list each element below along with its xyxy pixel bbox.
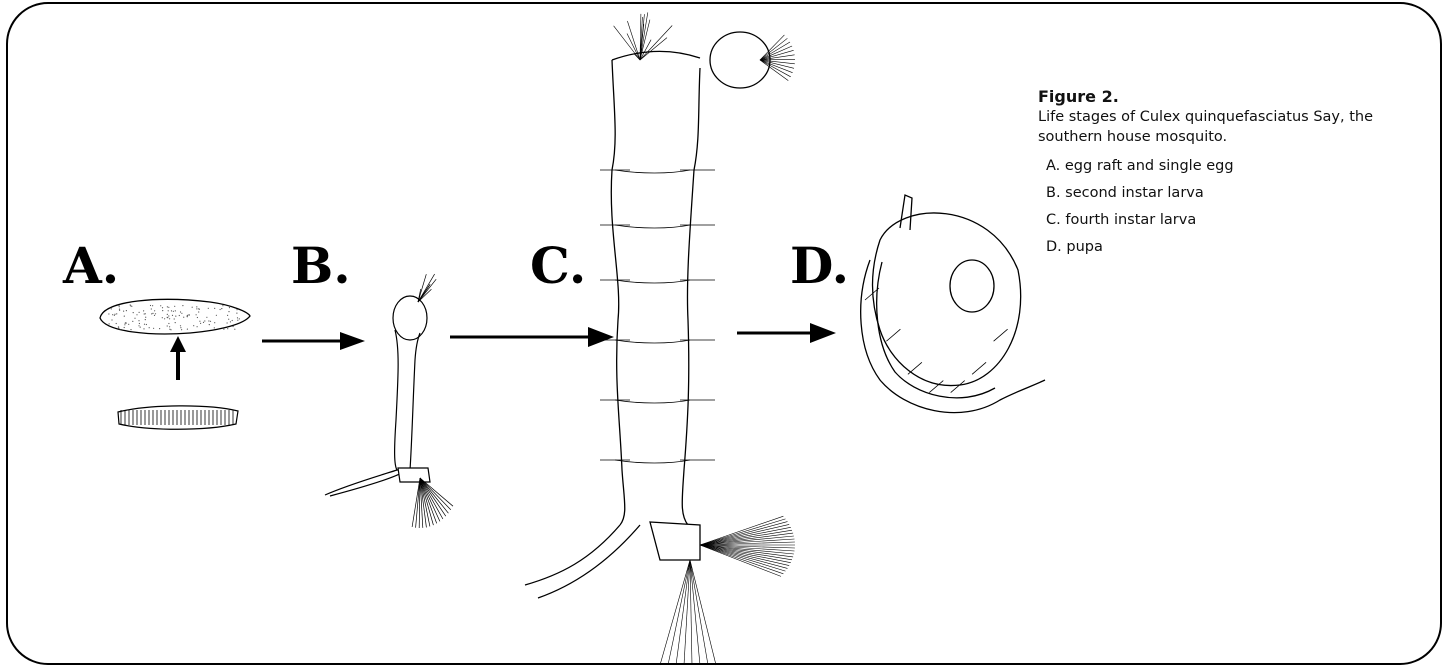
legend-item-c: C. fourth instar larva bbox=[1046, 207, 1438, 234]
figure-description: Life stages of Culex quinquefasciatus Sa… bbox=[1038, 107, 1438, 147]
figure-caption: Figure 2. Life stages of Culex quinquefa… bbox=[1038, 87, 1438, 261]
pupa bbox=[861, 195, 1045, 413]
stage-label-a: A. bbox=[63, 241, 119, 291]
legend-item-d: D. pupa bbox=[1046, 234, 1438, 261]
up-arrow bbox=[170, 336, 186, 380]
stage-label-b: B. bbox=[291, 241, 351, 291]
arrow-a-to-b bbox=[262, 332, 365, 350]
stage-label-c: C. bbox=[530, 241, 586, 291]
arrow-c-to-d bbox=[737, 323, 836, 343]
fourth-instar-larva bbox=[525, 12, 795, 665]
stage-label-d: D. bbox=[790, 241, 849, 291]
legend-item-a: A. egg raft and single egg bbox=[1046, 153, 1438, 180]
figure-title: Figure 2. bbox=[1038, 87, 1438, 106]
single-egg bbox=[100, 299, 250, 334]
egg-raft bbox=[118, 406, 238, 429]
second-instar-larva bbox=[325, 274, 453, 528]
arrow-b-to-c bbox=[450, 327, 614, 347]
legend-item-b: B. second instar larva bbox=[1046, 180, 1438, 207]
stage-legend: A. egg raft and single egg B. second ins… bbox=[1038, 153, 1438, 261]
